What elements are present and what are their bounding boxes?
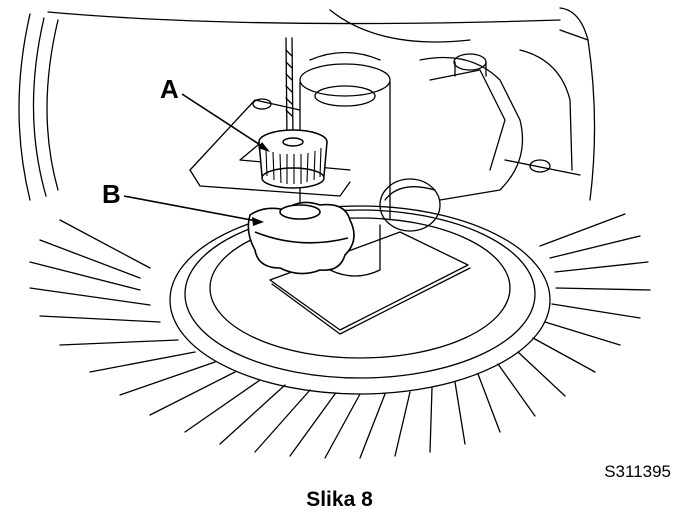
leader-lines [123, 93, 269, 223]
figure-code: S311395 [604, 462, 671, 481]
gearbox-housing [419, 53, 551, 201]
brush-plate [169, 205, 551, 395]
star-knob-b [247, 201, 355, 275]
leader-arrowheads [252, 142, 270, 226]
figure-caption: Slika 8 [306, 488, 373, 511]
cable [285, 37, 294, 141]
adjustment-nut-a [258, 129, 328, 189]
technical-illustration: A B [18, 7, 651, 459]
callout-b: B [102, 179, 121, 209]
base-plate [269, 231, 471, 335]
callout-a: A [160, 74, 179, 104]
machine-body [47, 7, 596, 201]
side-knob [379, 178, 441, 232]
housing-arcs [18, 13, 59, 201]
brush-bristles [29, 213, 651, 459]
